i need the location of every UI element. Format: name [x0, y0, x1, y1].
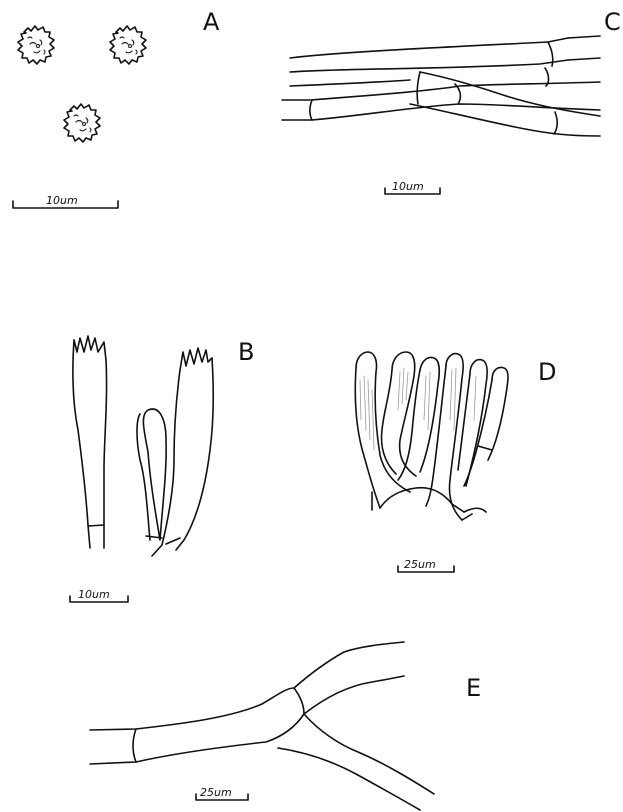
basidium	[73, 336, 107, 548]
panel-d: D 25um	[355, 352, 556, 572]
scale-label-a: 10um	[46, 194, 78, 207]
spore	[18, 26, 54, 64]
basidiole	[137, 409, 166, 540]
panel-a-letter: A	[203, 8, 220, 36]
scale-label-c: 10um	[392, 180, 424, 193]
spore	[64, 104, 100, 142]
panel-d-letter: D	[538, 358, 556, 386]
panel-b: B 10um	[70, 336, 254, 602]
branched-hypha	[90, 642, 434, 810]
cystidium	[426, 354, 463, 520]
cystidium	[382, 352, 416, 476]
panel-c-letter: C	[604, 8, 621, 36]
scale-label-e: 25um	[200, 786, 232, 799]
panel-b-letter: B	[238, 338, 254, 366]
spore	[110, 26, 146, 64]
basal-hyphae	[372, 488, 486, 520]
hyphae-bundle	[282, 36, 600, 136]
scale-label-b: 10um	[78, 588, 110, 601]
panel-c: C 10um	[282, 8, 621, 194]
panel-a: A 10um	[13, 8, 220, 208]
panel-e: E 25um	[90, 642, 481, 810]
panel-e-letter: E	[466, 674, 481, 702]
scale-label-d: 25um	[404, 558, 436, 571]
